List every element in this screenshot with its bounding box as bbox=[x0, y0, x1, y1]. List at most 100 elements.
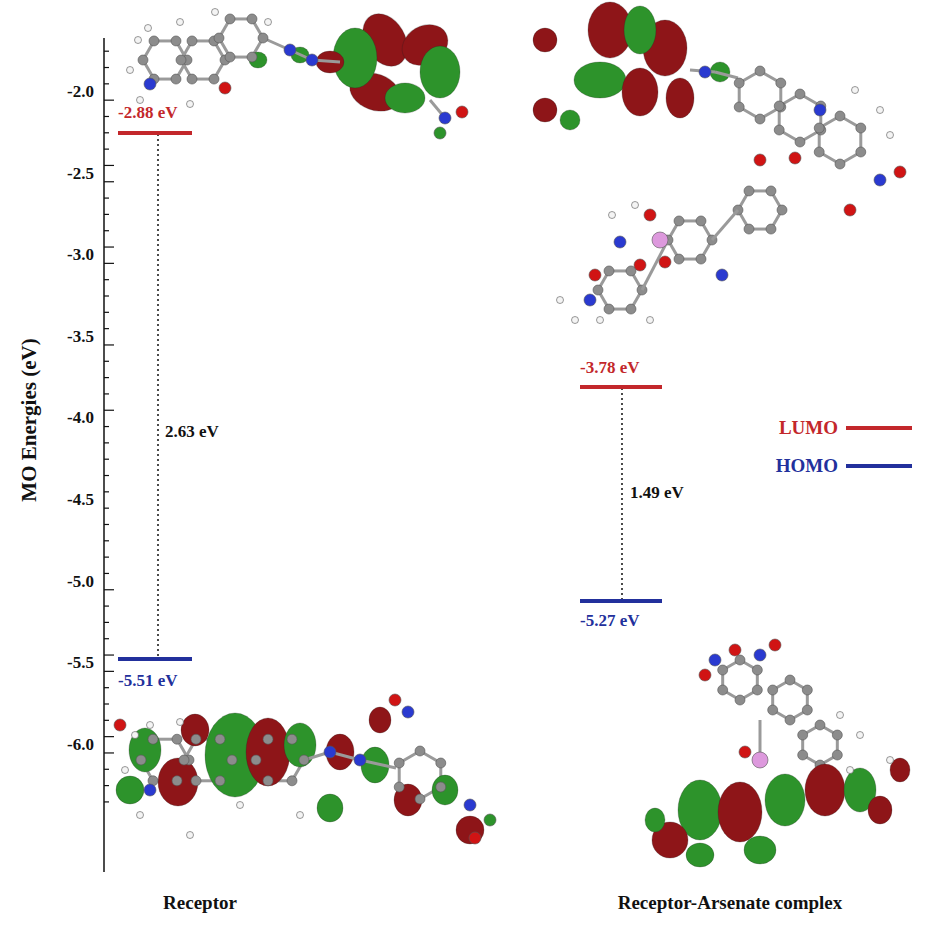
atom bbox=[674, 254, 684, 264]
minor-tick bbox=[104, 442, 109, 443]
atom bbox=[744, 224, 754, 234]
atom bbox=[172, 776, 182, 786]
atom bbox=[187, 36, 197, 46]
atom bbox=[752, 665, 762, 675]
legend-line bbox=[846, 464, 912, 468]
atom bbox=[247, 52, 257, 62]
atom bbox=[209, 74, 219, 84]
orbital-lobe bbox=[116, 776, 144, 804]
atom bbox=[306, 54, 318, 66]
atom bbox=[832, 730, 842, 740]
atom bbox=[263, 734, 273, 744]
atom bbox=[597, 317, 604, 324]
atom bbox=[768, 685, 778, 695]
atom bbox=[785, 715, 795, 725]
atom bbox=[814, 123, 824, 133]
atom bbox=[752, 685, 762, 695]
minor-tick bbox=[104, 703, 109, 704]
atom bbox=[874, 174, 886, 186]
atom bbox=[593, 285, 603, 295]
atom bbox=[604, 304, 614, 314]
orbital-lobe bbox=[868, 796, 892, 824]
atom bbox=[464, 799, 476, 811]
atom bbox=[439, 112, 451, 124]
atom bbox=[171, 36, 181, 46]
tick-label: -6.0 bbox=[67, 735, 94, 754]
tick-label: -3.5 bbox=[67, 327, 94, 346]
orbital-lobe bbox=[284, 723, 316, 767]
atom bbox=[734, 102, 744, 112]
orbital-lobe bbox=[622, 68, 658, 116]
energy-value: -2.88 eV bbox=[118, 104, 177, 123]
major-tick bbox=[104, 736, 114, 737]
atom bbox=[176, 55, 186, 65]
minor-tick bbox=[104, 312, 109, 313]
atom bbox=[144, 784, 156, 796]
orbital-lobe bbox=[686, 843, 714, 867]
atom bbox=[297, 812, 304, 819]
atom bbox=[247, 14, 257, 24]
gap-line bbox=[621, 388, 623, 600]
atom bbox=[354, 754, 366, 766]
major-tick bbox=[104, 181, 114, 182]
orbital-lobe bbox=[246, 718, 290, 786]
atom bbox=[798, 750, 808, 760]
minor-tick bbox=[104, 132, 109, 133]
major-tick bbox=[104, 752, 114, 753]
tick-label: -3.0 bbox=[67, 246, 94, 265]
atom bbox=[177, 19, 184, 26]
orbital-lobe bbox=[385, 83, 425, 113]
major-tick bbox=[104, 671, 114, 672]
atom bbox=[798, 730, 808, 740]
orbital-lobe bbox=[765, 774, 805, 826]
atom bbox=[699, 669, 711, 681]
major-tick bbox=[104, 100, 114, 101]
atom bbox=[777, 205, 787, 215]
gap-line bbox=[157, 134, 159, 658]
atom bbox=[768, 705, 778, 715]
minor-tick bbox=[104, 51, 109, 52]
atom bbox=[735, 655, 745, 665]
atom bbox=[394, 782, 404, 792]
panel-label: Receptor-Arsenate complex bbox=[618, 893, 843, 914]
atom bbox=[299, 755, 309, 765]
minor-tick bbox=[104, 540, 109, 541]
lumo-level bbox=[580, 385, 662, 389]
atom bbox=[857, 732, 864, 739]
orbital-lobe bbox=[718, 782, 762, 842]
major-tick bbox=[104, 654, 114, 655]
minor-tick bbox=[104, 328, 109, 329]
atom bbox=[729, 644, 741, 656]
atom bbox=[754, 154, 766, 166]
legend-text: LUMO bbox=[779, 418, 838, 439]
atom bbox=[766, 186, 776, 196]
atom bbox=[191, 734, 201, 744]
atom bbox=[789, 152, 801, 164]
atom bbox=[114, 719, 126, 731]
atom bbox=[145, 25, 152, 32]
atom bbox=[699, 66, 711, 78]
atom bbox=[774, 101, 784, 111]
minor-tick bbox=[104, 67, 109, 68]
energy-value: -3.78 eV bbox=[580, 359, 639, 378]
atom bbox=[754, 649, 766, 661]
atom bbox=[287, 776, 297, 786]
orbital-lobe bbox=[666, 78, 694, 118]
atom bbox=[436, 782, 446, 792]
minor-tick bbox=[104, 295, 109, 296]
atom bbox=[589, 269, 601, 281]
minor-tick bbox=[104, 475, 109, 476]
atom bbox=[484, 814, 496, 826]
axis-title: MO Energies (eV) bbox=[18, 338, 41, 501]
major-tick bbox=[104, 246, 114, 247]
orbital-lobe bbox=[533, 98, 557, 122]
atom bbox=[214, 33, 224, 43]
atom bbox=[814, 147, 824, 157]
minor-tick bbox=[104, 720, 109, 721]
atom bbox=[389, 694, 401, 706]
atom bbox=[634, 259, 646, 271]
atom bbox=[835, 159, 845, 169]
atom bbox=[436, 758, 446, 768]
atom bbox=[802, 685, 812, 695]
minor-tick bbox=[104, 426, 109, 427]
